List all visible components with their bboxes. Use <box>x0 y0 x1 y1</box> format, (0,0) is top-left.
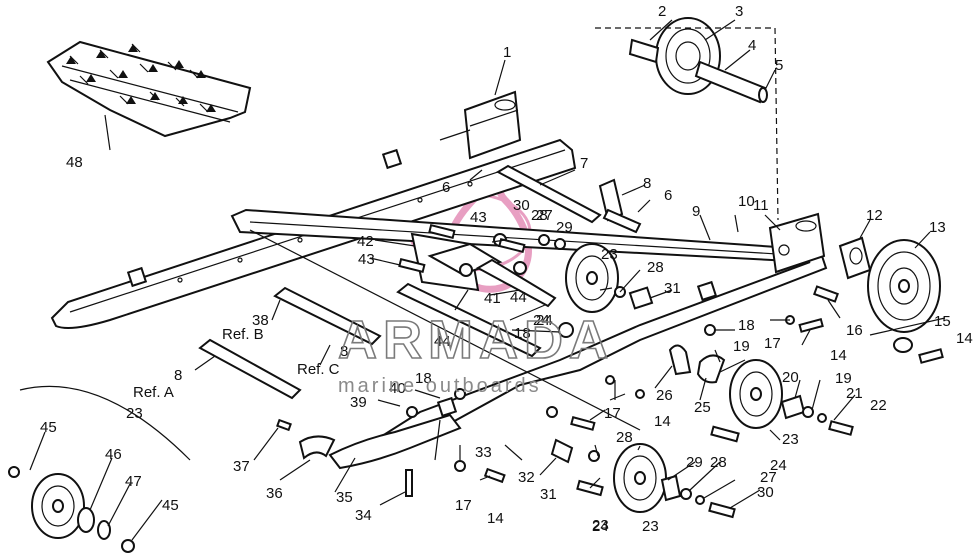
callout: 8 <box>340 343 348 360</box>
callout: 36 <box>266 485 283 502</box>
callout: 6 <box>442 179 450 196</box>
callout: 18 <box>514 325 531 342</box>
callout: 28 <box>710 454 727 471</box>
callout: 2 <box>658 3 666 20</box>
callout: 6 <box>664 187 672 204</box>
callout: 3 <box>735 3 743 20</box>
callout: 30 <box>757 484 774 501</box>
callout: 47 <box>125 473 142 490</box>
callout: 44 <box>434 333 451 350</box>
reference-label-c: Ref. C <box>297 361 340 378</box>
callout: 14 <box>654 413 671 430</box>
callout: 1 <box>503 44 511 61</box>
callout: 23 <box>126 405 143 422</box>
callout: 13 <box>929 219 946 236</box>
rear-bracket <box>439 90 522 160</box>
callout: 41 <box>484 290 501 307</box>
callout: 31 <box>664 280 681 297</box>
callout: 40 <box>389 380 406 397</box>
callout: 8 <box>643 175 651 192</box>
callout: 22 <box>870 397 887 414</box>
callout: 8 <box>174 367 182 384</box>
callout: 18 <box>415 370 432 387</box>
callout: 37 <box>233 458 250 475</box>
callout: 29 <box>686 454 703 471</box>
callout: 12 <box>866 207 883 224</box>
callout: 15 <box>934 313 951 330</box>
callout: 24 <box>536 312 553 329</box>
reference-label-a: Ref. A <box>133 384 174 401</box>
callout: 45 <box>40 419 57 436</box>
callout: 46 <box>105 446 122 463</box>
callout: 14 <box>956 330 973 347</box>
callout: 23 <box>782 431 799 448</box>
leader-lines <box>29 19 931 541</box>
callout: 17 <box>455 497 472 514</box>
callout: 17 <box>604 405 621 422</box>
callout: 19 <box>835 370 852 387</box>
callout: 25 <box>694 399 711 416</box>
callout: 29 <box>556 219 573 236</box>
rear-plate-right <box>768 212 826 274</box>
callout: 24 <box>533 312 550 329</box>
callout: 21 <box>846 385 863 402</box>
callout: 5 <box>775 57 783 74</box>
rear-axle-assembly <box>595 17 779 221</box>
reference-label-b: Ref. B <box>222 326 264 343</box>
callout: 16 <box>846 322 863 339</box>
arm-bracket <box>668 344 726 384</box>
watermark-brand: ARMADA <box>338 310 614 370</box>
center-pivot-block <box>398 223 557 308</box>
callout: 28 <box>647 259 664 276</box>
callout: 18 <box>738 317 755 334</box>
callout: 23 <box>592 517 609 534</box>
callout: 27 <box>760 469 777 486</box>
callout: 43 <box>358 251 375 268</box>
watermark-tagline: marine outboards <box>338 375 542 397</box>
callout: 24 <box>592 518 609 535</box>
callout: 28 <box>531 207 548 224</box>
callout: 34 <box>355 507 372 524</box>
callout: 28 <box>616 429 633 446</box>
callout: 11 <box>753 197 769 214</box>
callout: 42 <box>357 233 374 250</box>
callout: 48 <box>66 154 83 171</box>
callout: 33 <box>475 444 492 461</box>
callout: 7 <box>580 155 588 172</box>
cross-shafts <box>198 164 642 431</box>
rear-idler-wheel <box>813 236 946 364</box>
callout: 23 <box>601 246 618 263</box>
callout: 38 <box>252 312 269 329</box>
callout: 45 <box>162 497 179 514</box>
callout: 14 <box>830 347 847 364</box>
callout: 31 <box>540 486 557 503</box>
callout: 26 <box>656 387 673 404</box>
idler-wheel-mid <box>710 359 854 443</box>
callout: 43 <box>470 209 487 226</box>
callout: 30 <box>513 197 530 214</box>
track-assembly <box>46 40 252 138</box>
callout: 20 <box>782 369 799 386</box>
callout: 32 <box>518 469 535 486</box>
callout: 27 <box>536 207 553 224</box>
callout: 9 <box>692 203 700 220</box>
idler-wheel-upper <box>538 234 654 338</box>
callout-numbers: 1 2 3 4 5 6 6 7 8 8 8 9 10 11 12 13 14 1… <box>40 3 973 535</box>
callout: 23 <box>642 518 659 535</box>
callout: 39 <box>350 394 367 411</box>
wheel-set-exploded <box>8 385 191 553</box>
callout: 4 <box>748 37 756 54</box>
callout: 10 <box>738 193 755 210</box>
callout: 19 <box>733 338 750 355</box>
callout: 24 <box>770 457 787 474</box>
callout: 17 <box>764 335 781 352</box>
callout: 14 <box>487 510 504 527</box>
callout: 35 <box>336 489 353 506</box>
front-rail-parts <box>276 315 824 497</box>
right-rail <box>230 208 828 470</box>
idler-wheel-lower <box>550 438 736 519</box>
callout: 44 <box>510 289 527 306</box>
